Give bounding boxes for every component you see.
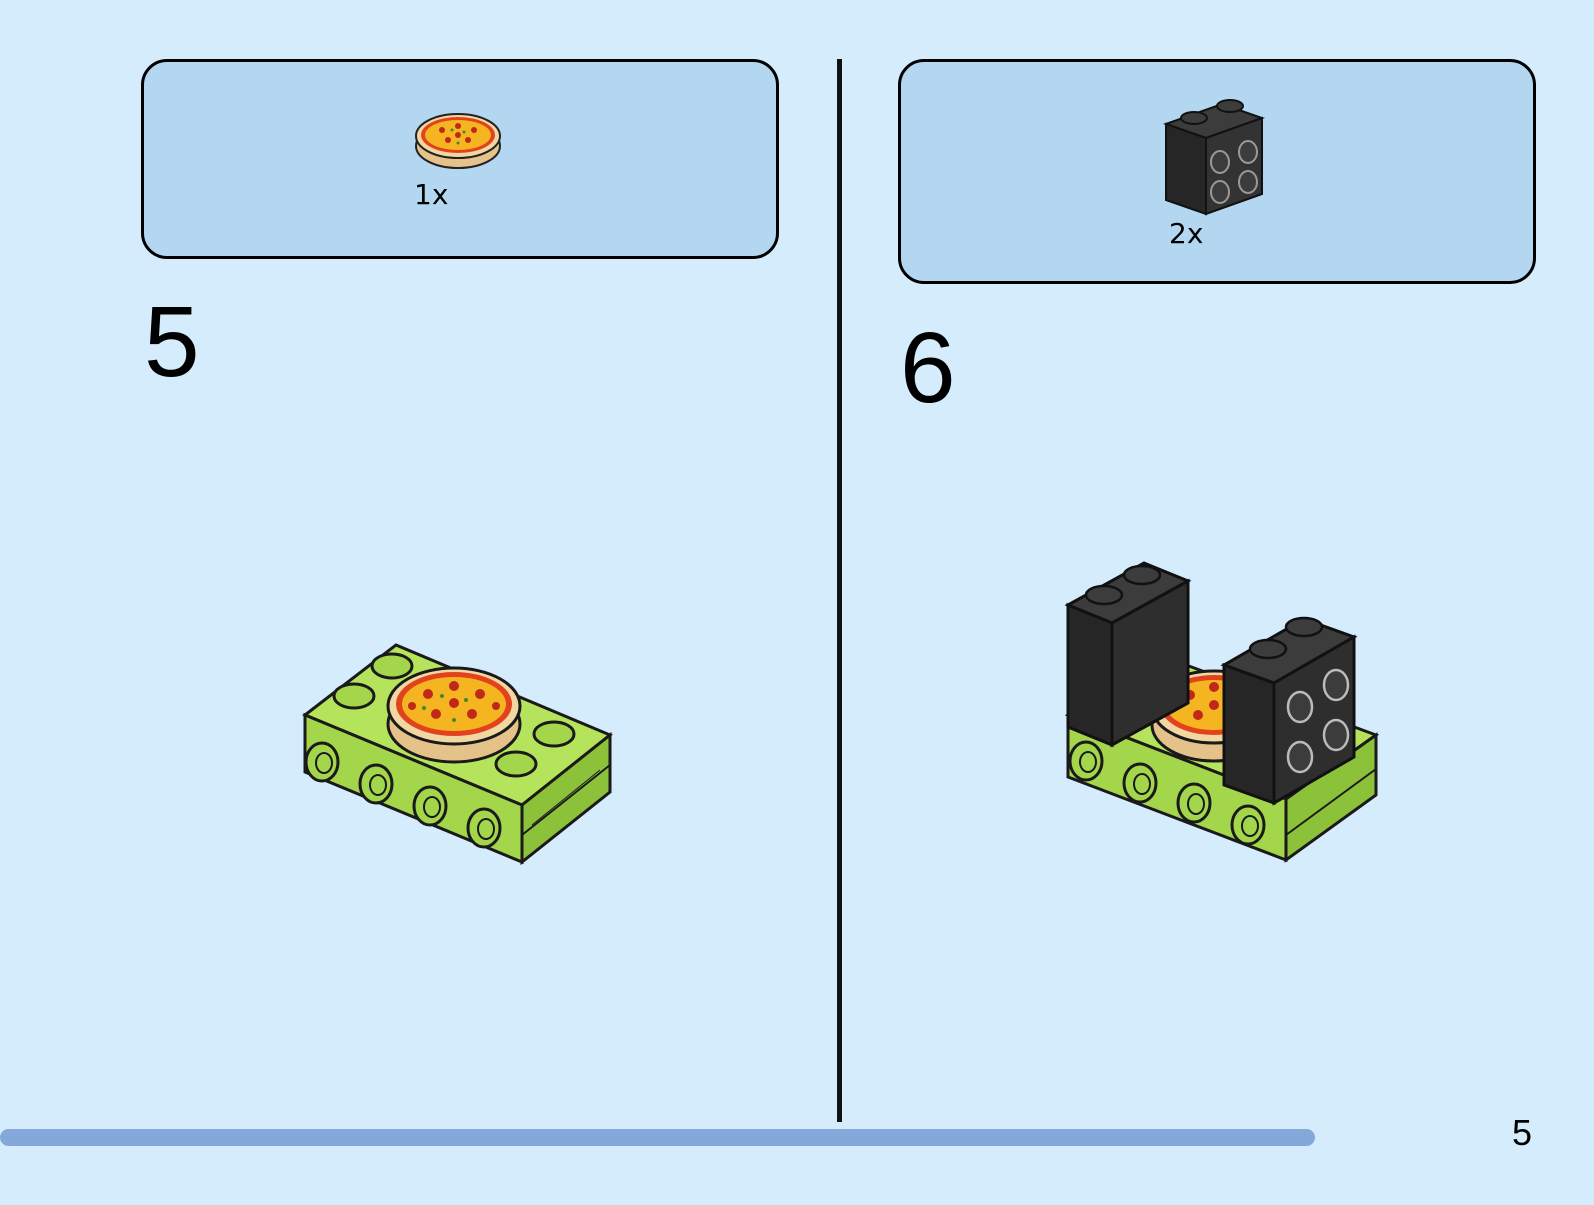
page-number: 5: [1512, 1112, 1533, 1153]
progress-bar-fill: [0, 1129, 1315, 1146]
step-number: 5: [144, 286, 200, 398]
step-6-build-illustration: [1064, 561, 1380, 863]
step-number: 6: [900, 312, 956, 424]
part-quantity: 2x: [1169, 217, 1204, 250]
step-5-build-illustration: [302, 643, 613, 866]
step-6-parts-list: 2x: [898, 59, 1536, 284]
part-quantity: 1x: [414, 178, 449, 211]
step-divider: [837, 59, 842, 1122]
step-5-parts-list: 1x: [141, 59, 779, 259]
black-brick-1x2x2-with-studs-icon: [1163, 99, 1265, 216]
progress-bar: [0, 1129, 1445, 1146]
pizza-tile-round-2x2-icon: [415, 113, 501, 169]
